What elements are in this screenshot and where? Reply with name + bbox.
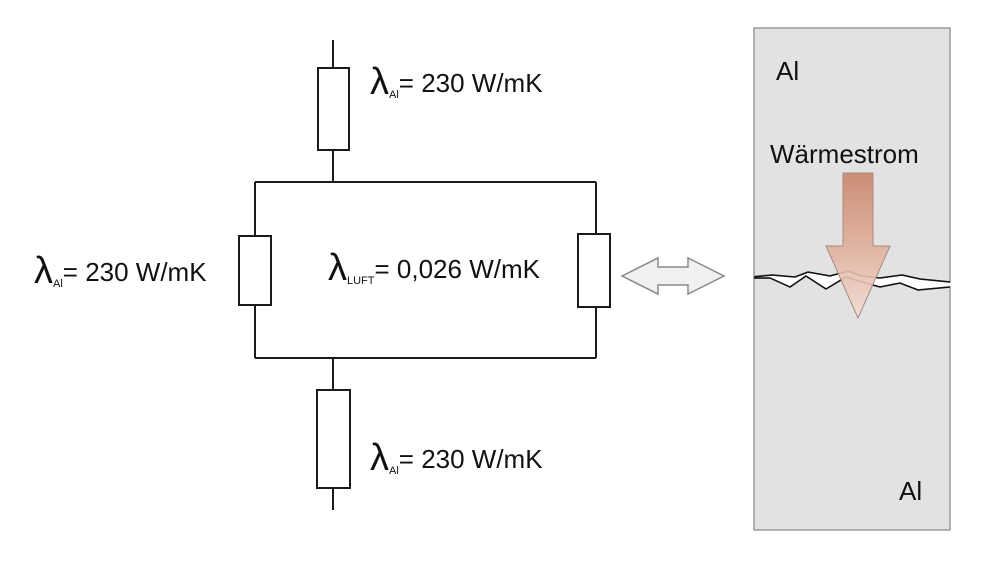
resistor-top (317, 67, 350, 151)
resistor-left (238, 235, 272, 306)
label-bottom-resistor: λAl= 230 W/mK (370, 437, 543, 479)
heat-flow-arrow-icon (825, 172, 891, 320)
label-top-resistor: λAl= 230 W/mK (370, 61, 543, 103)
label-left-resistor: λAl= 230 W/mK (34, 250, 207, 292)
aluminium-block (753, 27, 951, 531)
resistor-bottom (316, 389, 351, 489)
resistor-right (577, 233, 611, 308)
block-bottom-label: Al (899, 476, 922, 506)
heat-flow-label: Wärmestrom (770, 139, 919, 169)
circuit-wires (254, 40, 597, 510)
block-top-label: Al (776, 56, 799, 86)
label-right-resistor: λLUFT= 0,026 W/mK (328, 247, 541, 289)
double-arrow-icon (620, 256, 726, 296)
